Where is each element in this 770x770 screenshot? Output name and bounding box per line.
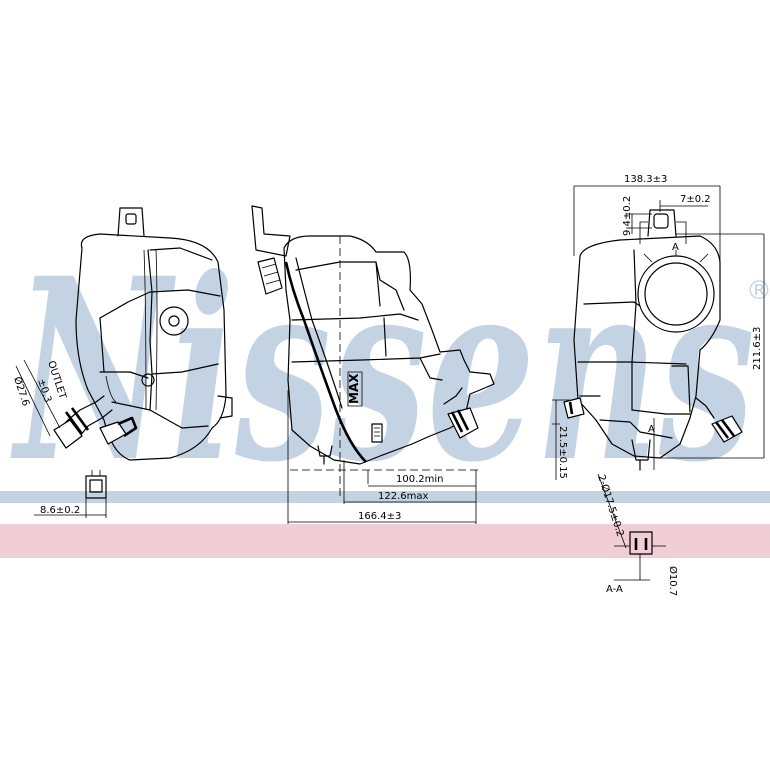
center-panel-lines (291, 261, 443, 381)
max-mark-box (347, 371, 363, 407)
total-width: 166.4±3 (358, 511, 401, 522)
max-mark: MAX (347, 373, 361, 404)
center-cap (257, 257, 283, 295)
center-hose-2 (295, 257, 343, 409)
right-cap-tabs (643, 250, 709, 263)
tab-height-line (626, 213, 652, 234)
hole-dim-line (597, 473, 627, 549)
right-left-bracket-2 (568, 401, 574, 415)
right-left-bracket (563, 397, 585, 419)
tab-height: 9.4±0.2 (622, 196, 633, 236)
cap-top-view (159, 306, 189, 336)
right-outlet-ribs (714, 419, 736, 439)
pin-diameter: Ø10.7 (667, 566, 679, 596)
min-level: 100.2min (396, 474, 444, 485)
pink-stripe (0, 524, 770, 558)
section-detail-lines (614, 545, 666, 581)
left-panel-lines (99, 247, 221, 429)
tab-hole (125, 213, 137, 225)
right-top-tab (647, 209, 677, 237)
outlet-ribs (64, 407, 90, 435)
center-bracket (251, 205, 291, 257)
left-tank-outline (75, 233, 227, 461)
sensor-detail-pins (85, 470, 107, 518)
outlet-dim-line (15, 359, 61, 437)
center-view: MAX 100.2min 122.6max 166.4±3 (251, 205, 495, 524)
section-detail-inner (634, 538, 648, 550)
small-boss (141, 373, 155, 387)
cap-ribs (261, 263, 281, 285)
left-view: Ø27.6 OUTLET ±0.3 8.6±0.2 (11, 207, 233, 518)
section-mark-a2: A (648, 424, 655, 435)
right-panel-lines (577, 249, 691, 439)
center-outlet-tube (443, 387, 463, 405)
section-label: A-A (606, 584, 623, 595)
cap-center (168, 315, 180, 327)
center-outlet (447, 407, 479, 439)
bracket-height: 21.5±0.15 (557, 426, 568, 479)
tab-width: 7±0.2 (680, 194, 711, 205)
watermark-brand: Nissens (10, 223, 755, 517)
center-outlet-ribs (450, 409, 470, 433)
sensor-detail-body (85, 475, 107, 499)
bottom-nipple (317, 445, 333, 465)
height-dim-lines (660, 233, 765, 459)
right-bottom-fitting (631, 439, 651, 471)
blue-band (0, 491, 770, 503)
tab-dim-lines (659, 200, 708, 212)
section-mark-a1: A (672, 242, 679, 253)
right-clip (217, 395, 233, 419)
sensor-width: 8.6±0.2 (40, 505, 80, 516)
right-outlet-tube (695, 397, 715, 419)
right-cap-inner (644, 262, 708, 326)
sensor-connector-2 (117, 416, 138, 438)
section-detail-outer (629, 531, 653, 555)
max-level: 122.6max (378, 491, 428, 502)
top-mount-tab (117, 207, 145, 237)
right-tab-hole (653, 213, 669, 229)
depth: 138.3±3 (624, 174, 667, 185)
center-dim-lines (287, 390, 477, 524)
registered-mark: ® (746, 276, 770, 306)
center-grip-ribs (374, 427, 380, 437)
center-hose (284, 261, 367, 463)
depth-dim-lines (573, 185, 721, 262)
center-tank-outline (283, 235, 495, 465)
height: 211.6±3 (752, 327, 763, 370)
center-grip (371, 423, 383, 443)
center-dashed (290, 236, 480, 500)
sensor-detail-inner (89, 479, 103, 493)
outlet-connector (53, 419, 83, 449)
bracket-dim-lines (552, 399, 570, 480)
watermark: Nissens ® (0, 223, 770, 558)
